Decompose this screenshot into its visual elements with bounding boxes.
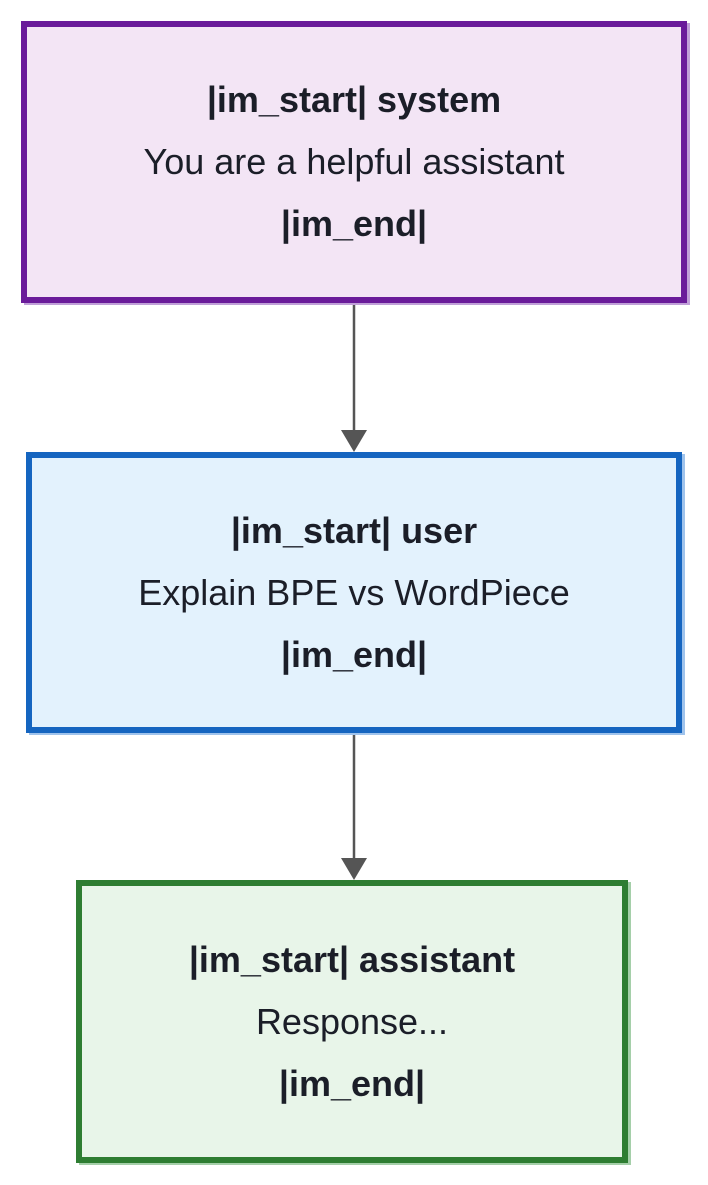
message-content: You are a helpful assistant	[143, 141, 565, 182]
token-start-label: |im_start| system	[206, 79, 502, 120]
arrowhead-down-icon	[341, 858, 367, 880]
node-assistant-message: |im_start| assistant Response... |im_end…	[76, 880, 628, 1163]
node-system-message: |im_start| system You are a helpful assi…	[21, 21, 687, 303]
token-end-label: |im_end|	[280, 633, 428, 675]
token-end-label: |im_end|	[278, 1062, 426, 1104]
arrow-user-to-assistant	[341, 733, 367, 880]
token-start-label: |im_start| user	[230, 509, 478, 551]
node-user-message: |im_start| user Explain BPE vs WordPiece…	[26, 452, 682, 733]
arrow-system-to-user	[341, 303, 367, 452]
token-start-label: |im_start| assistant	[188, 938, 516, 980]
token-end-label: |im_end|	[280, 203, 428, 244]
message-content: Response...	[255, 1000, 449, 1042]
message-content: Explain BPE vs WordPiece	[138, 571, 570, 613]
arrowhead-down-icon	[341, 430, 367, 452]
